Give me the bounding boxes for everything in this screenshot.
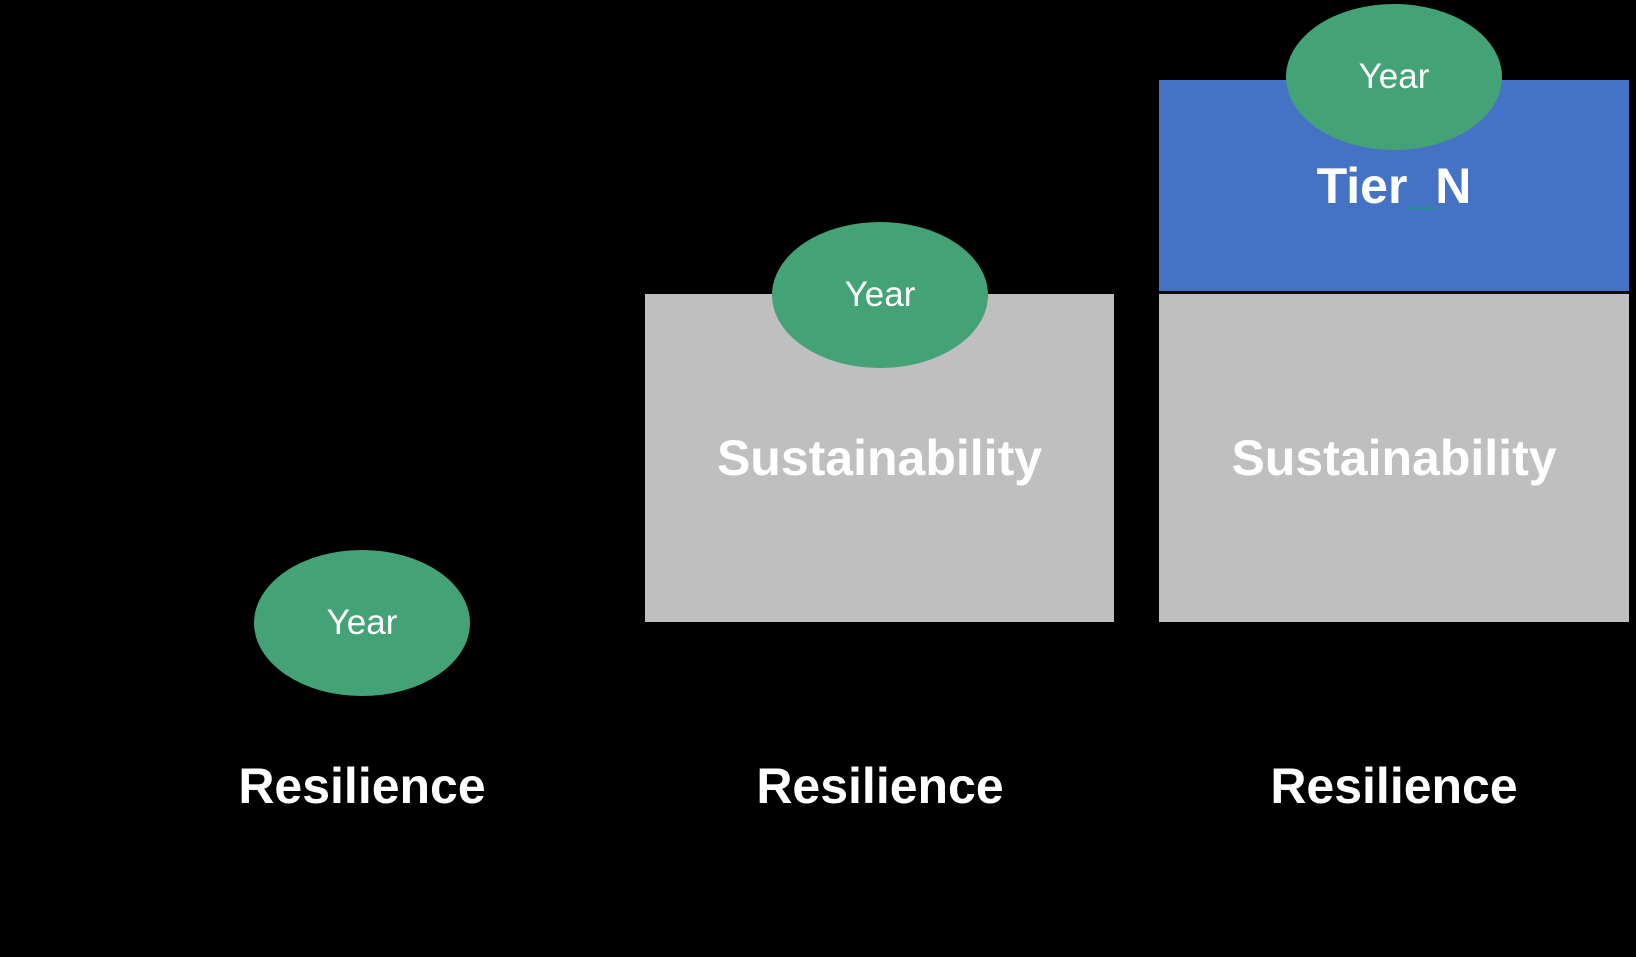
tier-label-underscore: _: [1407, 157, 1436, 214]
tier-box-stage-3: Tier_N: [1159, 80, 1629, 294]
resilience-label-stage-2: Resilience: [756, 758, 1004, 814]
year-badge-label: Year: [844, 275, 916, 314]
year-badge-stage-3: Year: [1286, 4, 1502, 150]
tier-label: Tier_N: [1317, 157, 1472, 215]
resilience-label-stage-3: Resilience: [1270, 758, 1518, 814]
year-badge-stage-1: Year: [254, 550, 470, 696]
sustainability-label: Sustainability: [716, 430, 1043, 486]
year-badge-label: Year: [1358, 57, 1430, 96]
year-badge-label: Year: [326, 603, 398, 642]
tier-label-suffix: N: [1435, 157, 1472, 214]
tier-label-prefix: Tier: [1316, 157, 1408, 214]
year-badge-stage-2: Year: [772, 222, 988, 368]
sustainability-box-stage-3: Sustainability: [1159, 294, 1629, 622]
resilience-label-stage-1: Resilience: [238, 758, 486, 814]
sustainability-label: Sustainability: [1231, 430, 1557, 486]
